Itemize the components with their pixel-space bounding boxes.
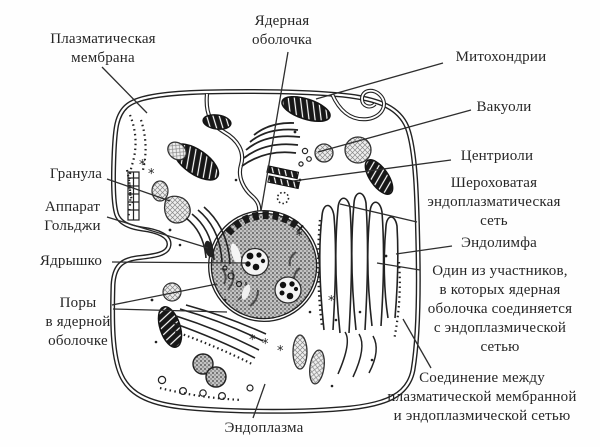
svg-text:*: * — [277, 344, 284, 359]
rough-er-body — [319, 192, 399, 334]
membrane-fold — [330, 88, 386, 122]
svg-text:*: * — [139, 158, 146, 173]
golgi-vesicles — [298, 147, 312, 167]
er-stack-ribosomes — [170, 328, 253, 365]
label-nucleolus: Ядрышко — [39, 253, 103, 269]
leader-er-nucleus-junction — [376, 262, 421, 271]
label-membrane-er-junction: Соединение между плазматической мембранн… — [387, 370, 577, 424]
leader-granule — [106, 178, 171, 202]
capsule-organelles — [292, 334, 325, 385]
label-centrioles: Центриоли — [460, 148, 534, 164]
granular-bodies — [192, 353, 227, 388]
leader-endolymph — [395, 245, 453, 255]
cytoplasm-dots — [150, 130, 388, 388]
label-granule: Гранула — [49, 166, 103, 182]
leader-nucleolus — [111, 261, 248, 264]
membrane-strands — [337, 331, 377, 378]
label-er-nucleus-junction: Один из участников, в которых ядерная об… — [427, 263, 573, 355]
label-nuclear-pores: Поры в ядерной оболочке — [45, 295, 111, 349]
label-rough-er: Шероховатая эндоплазматическая сеть — [427, 175, 561, 229]
nucleus — [208, 210, 320, 322]
svg-text:*: * — [262, 337, 269, 352]
leader-rough-er — [339, 203, 418, 223]
dotted-ring — [276, 191, 290, 205]
label-plasma-membrane: Плазматическая мембрана — [50, 31, 156, 66]
small-vesicles — [157, 375, 254, 401]
chromatin-band — [224, 211, 304, 236]
svg-text:*: * — [148, 167, 155, 182]
leader-nuclear-envelope — [260, 51, 289, 212]
leader-centrioles — [292, 159, 452, 182]
label-nuclear-envelope: Ядерная оболочка — [252, 13, 312, 48]
label-mitochondria: Митохондрии — [455, 49, 547, 65]
striped-column — [127, 171, 140, 221]
rosette-marks: ** *** ** — [139, 158, 335, 359]
leader-pores-a — [111, 283, 218, 306]
golgi-stack-left — [185, 206, 231, 265]
svg-text:*: * — [328, 294, 335, 309]
leader-plasma-membrane — [101, 66, 148, 114]
nucleolus-2 — [274, 276, 302, 304]
leader-vacuoles — [317, 109, 472, 153]
leader-golgi — [106, 216, 209, 249]
leader-pores-b — [112, 308, 228, 313]
leader-membrane-er-junction — [402, 318, 432, 369]
vesicle-dots — [222, 265, 243, 288]
svg-text:*: * — [249, 333, 256, 348]
golgi-apparatus — [241, 122, 301, 167]
leader-mitochondria — [315, 62, 444, 100]
granule-body — [163, 195, 191, 224]
nucleolus — [240, 247, 270, 277]
ribosome-strings — [125, 114, 401, 402]
svg-text:*: * — [296, 229, 303, 244]
label-endolymph: Эндолимфа — [460, 235, 538, 251]
leader-endoplasm — [252, 383, 266, 419]
centrioles-body — [266, 165, 301, 190]
leader-lines — [101, 51, 472, 419]
label-endoplasm: Эндоплазма — [224, 420, 304, 436]
label-golgi: Аппарат Гольджи — [44, 199, 101, 234]
label-vacuoles: Вакуоли — [476, 99, 532, 115]
golgi-vesicle-dark — [204, 240, 214, 258]
